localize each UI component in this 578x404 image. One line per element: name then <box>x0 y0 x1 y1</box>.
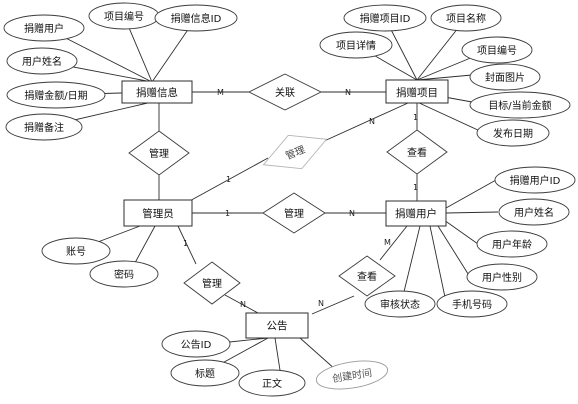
svg-text:捐赠金额/日期: 捐赠金额/日期 <box>24 89 87 102</box>
svg-text:捐赠项目ID: 捐赠项目ID <box>360 12 411 25</box>
donation-project-attributes: 捐赠项目ID 项目名称 项目详情 项目编号 封面图片 目标/当前金额 发布日期 <box>319 4 571 147</box>
notice-attributes: 公告ID 标题 正文 创建时间 <box>161 330 389 397</box>
cardinality-notice-view: N <box>318 299 324 308</box>
cardinality-associate-project: N <box>345 88 351 97</box>
attribute-phone-number: 手机号码 <box>436 290 508 318</box>
relationship-view-notice: 查看 <box>338 255 396 297</box>
cardinality-view-user: 1 <box>413 183 418 192</box>
svg-text:捐赠用户: 捐赠用户 <box>24 22 64 35</box>
attribute-account: 账号 <box>41 237 111 265</box>
relationship-associate: 关联 <box>247 73 323 111</box>
relationship-manage-user: 管理 <box>262 192 326 234</box>
relationship-view-project: 查看 <box>386 129 448 175</box>
cardinality-admin-manage-project: 1 <box>226 175 231 184</box>
attribute-user-age: 用户年龄 <box>476 230 548 258</box>
svg-text:捐赠用户ID: 捐赠用户ID <box>510 174 561 187</box>
donor-user-attributes: 捐赠用户ID 用户姓名 用户年龄 用户性别 手机号码 审核状态 <box>364 166 576 318</box>
svg-text:发布日期: 发布日期 <box>493 127 533 140</box>
cardinality-project-manage: N <box>369 117 375 126</box>
attribute-project-number: 项目编号 <box>88 2 160 30</box>
attribute-publish-date: 发布日期 <box>476 119 550 147</box>
attribute-donation-project-id: 捐赠项目ID <box>343 4 427 32</box>
relationships: 关联 管理 管理 查看 管理 管理 查看 <box>128 73 448 305</box>
cardinality-admin-manage-notice: 1 <box>183 239 188 248</box>
svg-text:关联: 关联 <box>275 86 295 99</box>
attribute-donation-amount-date: 捐赠金额/日期 <box>6 81 106 109</box>
attribute-donation-note: 捐赠备注 <box>5 113 83 141</box>
svg-text:管理: 管理 <box>284 207 304 220</box>
svg-text:用户年龄: 用户年龄 <box>492 238 532 251</box>
svg-text:管理: 管理 <box>149 147 169 160</box>
svg-text:正文: 正文 <box>262 377 282 390</box>
attribute-password: 密码 <box>89 260 159 288</box>
attribute-donor-user: 捐赠用户 <box>3 14 85 42</box>
svg-text:密码: 密码 <box>114 268 134 281</box>
svg-text:项目详情: 项目详情 <box>336 39 376 52</box>
attribute-user-gender: 用户性别 <box>466 263 538 291</box>
cardinality-manage-notice: N <box>240 300 246 309</box>
svg-text:管理: 管理 <box>202 277 222 290</box>
relationship-manage-info: 管理 <box>128 130 190 176</box>
attribute-donation-info-id: 捐赠信息ID <box>154 4 238 32</box>
svg-text:管理员: 管理员 <box>142 207 174 220</box>
cardinality-admin-manage-user: 1 <box>225 209 230 218</box>
svg-text:账号: 账号 <box>66 246 86 258</box>
entities: 捐赠信息 捐赠项目 管理员 捐赠用户 公告 <box>121 79 449 339</box>
svg-text:公告ID: 公告ID <box>181 338 212 351</box>
svg-text:用户姓名: 用户姓名 <box>514 206 554 219</box>
attribute-donor-user-id: 捐赠用户ID <box>494 166 576 194</box>
relationship-manage-notice: 管理 <box>183 261 241 305</box>
attribute-notice-id: 公告ID <box>161 330 231 358</box>
entity-notice: 公告 <box>245 312 309 339</box>
svg-text:捐赠信息: 捐赠信息 <box>136 86 178 99</box>
attribute-body: 正文 <box>238 369 306 397</box>
entity-donation-project: 捐赠项目 <box>385 79 449 104</box>
entity-admin: 管理员 <box>123 199 193 227</box>
attribute-donor-user-name: 用户姓名 <box>498 198 570 226</box>
svg-text:目标/当前金额: 目标/当前金额 <box>488 99 551 112</box>
svg-text:用户姓名: 用户姓名 <box>22 55 62 68</box>
entity-donor-user: 捐赠用户 <box>385 200 447 227</box>
svg-text:项目名称: 项目名称 <box>446 12 486 25</box>
cardinality-info-associate: M <box>217 88 224 97</box>
cardinality-view-user-m: M <box>384 238 391 247</box>
svg-text:用户性别: 用户性别 <box>482 271 522 284</box>
admin-attributes: 账号 密码 <box>41 237 159 288</box>
cardinality-labels: M N N 1 1 1 1 N 1 N N M <box>183 88 418 309</box>
svg-text:公告: 公告 <box>267 319 288 332</box>
cardinality-project-view: 1 <box>413 113 418 122</box>
svg-text:捐赠信息ID: 捐赠信息ID <box>171 12 222 25</box>
attribute-project-detail: 项目详情 <box>319 31 393 59</box>
svg-text:审核状态: 审核状态 <box>380 298 420 311</box>
svg-text:项目编号: 项目编号 <box>477 44 517 57</box>
attribute-user-name: 用户姓名 <box>6 47 78 75</box>
svg-text:查看: 查看 <box>357 270 377 283</box>
svg-text:捐赠项目: 捐赠项目 <box>396 86 438 99</box>
svg-text:封面图片: 封面图片 <box>485 71 525 84</box>
attribute-target-current-amount: 目标/当前金额 <box>469 91 571 119</box>
donation-info-attributes: 捐赠用户 项目编号 捐赠信息ID 用户姓名 捐赠金额/日期 捐赠备注 <box>3 2 238 141</box>
attribute-project-number-2: 项目编号 <box>461 36 533 64</box>
svg-text:查看: 查看 <box>407 146 427 159</box>
svg-text:捐赠用户: 捐赠用户 <box>395 207 437 220</box>
attribute-cover-image: 封面图片 <box>469 63 541 91</box>
cardinality-manage-user: N <box>349 209 355 218</box>
svg-text:项目编号: 项目编号 <box>104 10 144 23</box>
attribute-project-name: 项目名称 <box>430 4 502 32</box>
svg-text:标题: 标题 <box>195 368 215 380</box>
svg-text:手机号码: 手机号码 <box>452 298 492 311</box>
attribute-review-status: 审核状态 <box>364 290 436 318</box>
attribute-title: 标题 <box>170 359 240 387</box>
relationship-manage-project: 管理 <box>262 134 328 170</box>
entity-donation-info: 捐赠信息 <box>121 80 193 104</box>
attribute-created-time: 创建时间 <box>315 360 389 390</box>
svg-text:捐赠备注: 捐赠备注 <box>24 121 64 134</box>
